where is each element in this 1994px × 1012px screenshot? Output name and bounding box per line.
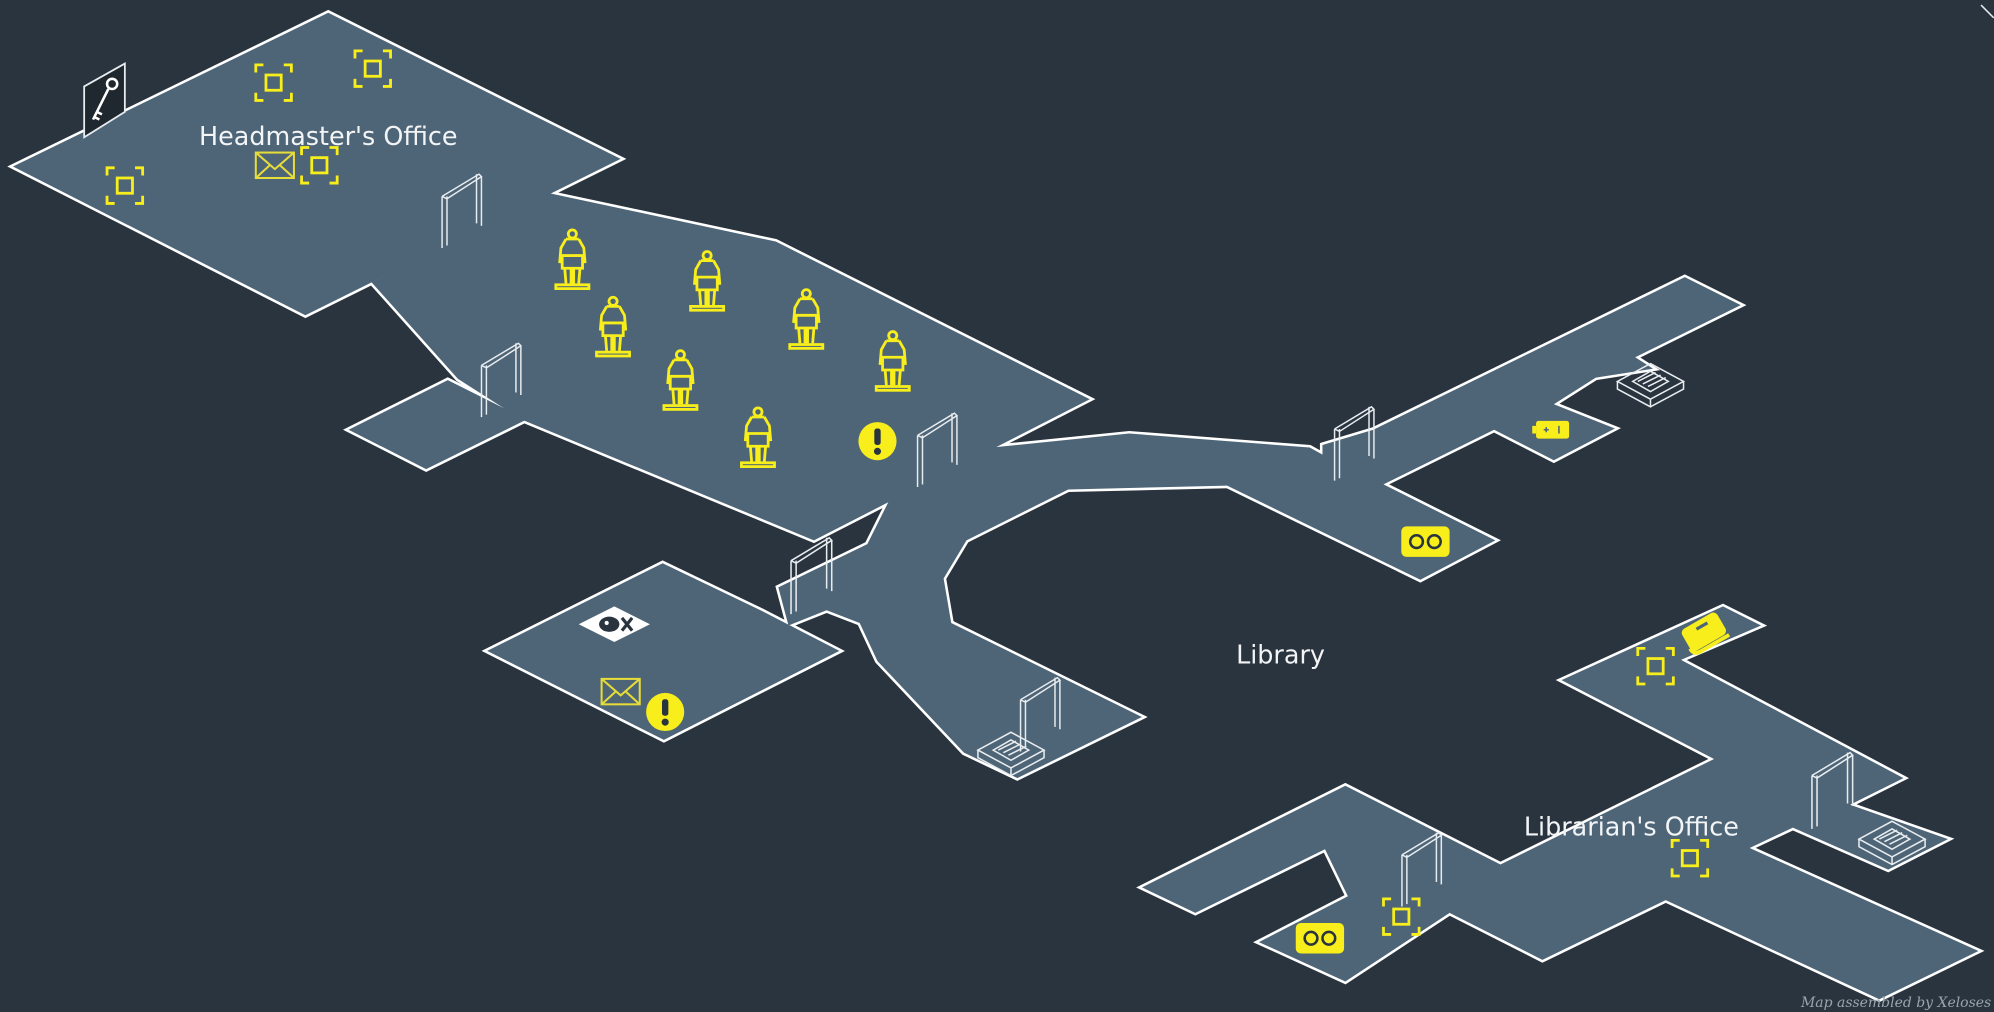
skull-badge-icon[interactable] — [578, 606, 650, 643]
close-icon[interactable] — [1980, 4, 1994, 19]
cassette-tape-icon[interactable] — [1400, 525, 1451, 559]
statue-hall-floor — [371, 193, 1090, 541]
book-icon[interactable] — [1680, 611, 1731, 656]
floor-fills — [12, 12, 1979, 1000]
library-corridor-floor — [778, 433, 1333, 779]
key-door-icon[interactable] — [83, 62, 126, 139]
librarians-office-floor — [1141, 606, 1979, 1000]
southwest-room-floor — [487, 563, 840, 740]
east-wing-floor — [1227, 277, 1741, 580]
room-label-headmasters-office: Headmaster's Office — [199, 121, 457, 151]
alert-exclamation-icon[interactable] — [646, 692, 685, 732]
map-credit: Map assembled by Xeloses — [1800, 995, 1991, 1011]
headmasters-office-floor — [12, 12, 621, 316]
battery-icon[interactable] — [1532, 420, 1570, 439]
room-label-library: Library — [1236, 640, 1325, 670]
alert-exclamation-icon[interactable] — [858, 422, 897, 461]
cassette-tape-icon[interactable] — [1294, 921, 1346, 955]
room-label-librarians-office: Librarian's Office — [1524, 811, 1739, 841]
